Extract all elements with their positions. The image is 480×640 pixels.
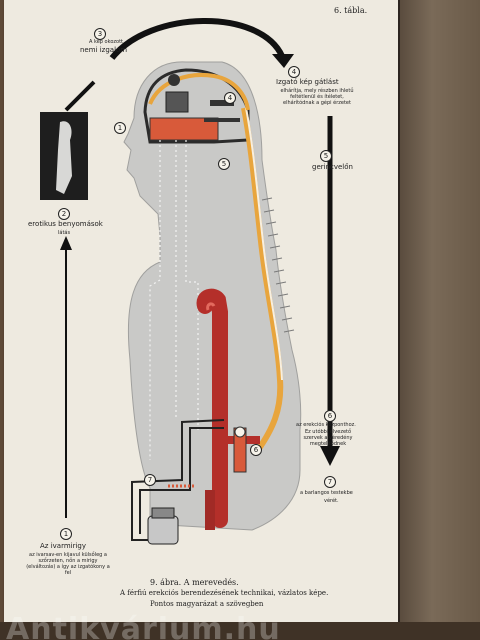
label-5-title: gerincvelőn [312, 163, 353, 171]
marker-6: 6 [324, 410, 336, 422]
label-1-title: Az ivarmirigy [40, 542, 86, 550]
label-6-text: Ez utóbbi elvezető szervek a véredény me… [303, 429, 353, 447]
figure-caption-title: 9. ábra. A merevedés. [150, 578, 239, 587]
label-7-text: vérét. [324, 498, 339, 504]
label-3-text: A kép okozott [88, 39, 123, 45]
blood-vessel [196, 288, 228, 528]
marker-7: 7 [324, 476, 336, 488]
table-label: 6. tábla. [334, 6, 368, 15]
label-6-title: az erekciós központhoz. [296, 422, 356, 428]
top-arrow [109, 18, 285, 60]
label-1-text: az ivarsav-en kijavul külsőleg a szőrzet… [26, 552, 110, 576]
figure-caption-line1: A férfiú erekciós berendezésének technik… [120, 589, 329, 597]
label-2-text: látás [58, 230, 71, 236]
marker-5: 5 [320, 150, 332, 162]
control-wires [131, 419, 225, 541]
marker-3: 3 [94, 28, 106, 40]
marker-inner-7: 7 [144, 474, 156, 486]
label-2-title: erotikus benyomások [28, 220, 103, 228]
gonad-device [147, 515, 179, 545]
marker-1: 1 [60, 528, 72, 540]
vertebrae [261, 197, 295, 333]
label-3-title: nemi izgalom [80, 46, 128, 54]
marker-inner-6: 6 [250, 444, 262, 456]
nerve-paths [149, 140, 199, 460]
marker-inner-5: 5 [218, 158, 230, 170]
figure-caption-line2: Pontos magyarázat a szövegben [150, 600, 264, 608]
spinal-cord [241, 107, 284, 452]
marker-4: 4 [288, 66, 300, 78]
marker-2: 2 [58, 208, 70, 220]
brain-device [149, 117, 219, 141]
marker-inner-4: 4 [224, 92, 236, 104]
label-4-title: Izgató kép gátlást [276, 78, 339, 86]
brain-nerve [148, 73, 250, 111]
label-4-text: elhárítja, mely részben ihletű feltétlen… [280, 88, 354, 106]
marker-inner-1: 1 [114, 122, 126, 134]
spinal-cord-inner [245, 107, 283, 381]
label-7-title: a barlangos testekbe [300, 490, 353, 496]
watermark: Antikvárium.hu [6, 612, 281, 640]
facing-page [400, 0, 480, 640]
table-surface [0, 622, 480, 640]
